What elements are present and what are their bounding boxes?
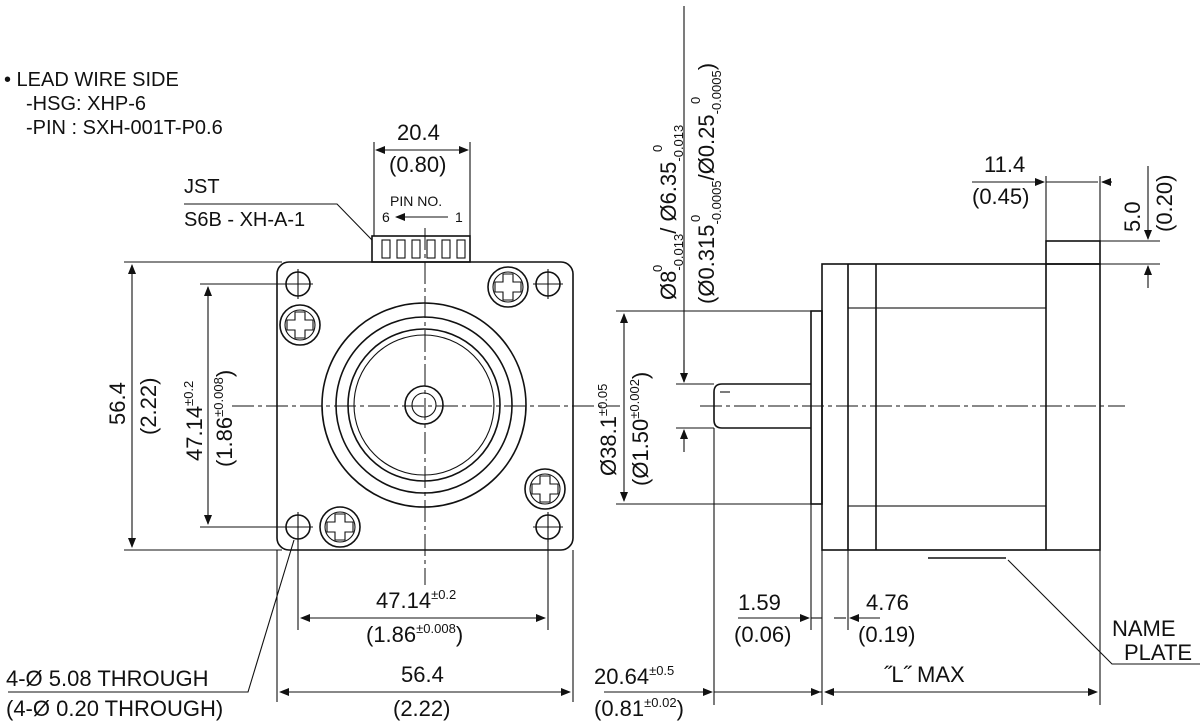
shaft-length-in: (0.81 [594,696,644,721]
mounting-hole-bottom-right [533,512,563,542]
side-view: Ø38.1±0.05 (Ø1.50±0.002) Ø8-0.013/ Ø6.35… [594,6,1200,721]
note-pin: -PIN : SXH-001T-P0.6 [26,117,223,139]
hole-pitch-v-mm-tol: ±0.2 [181,381,196,406]
shaft-length-in-close: ) [677,696,684,721]
front-view: 20.4 (0.80) PIN NO. 6 1 JST S6B - XH-A-1… [6,120,620,721]
shaft-dia-mm: Ø8 [656,271,681,300]
hole-pitch-h-in-tol: ±0.008 [416,621,456,636]
connector-label-jst: JST [184,176,220,198]
shaft-dia-in: (Ø0.315 [694,225,719,305]
shaft-dia-in-tol-top: 0 [688,215,703,222]
shaft-inner-circle [411,392,437,418]
boss-ring-3 [353,334,495,476]
shaft-length-mm: 20.64 [594,664,649,689]
connector-height-mm: 5.0 [1120,201,1145,232]
svg-text:(1.86±0.008): (1.86±0.008) [366,621,463,647]
shaft-length-mm-tol: ±0.5 [649,663,674,678]
pilot-length-mm: 1.59 [738,590,781,615]
pin-1-label: 1 [455,209,463,225]
shaft-length-in-tol: ±0.02 [644,695,676,710]
boss-ring-1 [335,316,513,494]
connector-width-mm: 20.4 [397,120,440,145]
shaft-dia-mm-tol-top: 0 [650,265,665,272]
nameplate-label-2: PLATE [1124,640,1192,665]
hole-pitch-h-in: (1.86 [366,622,416,647]
boss-outer-circle [321,302,527,508]
body-width-in: (2.22) [393,696,450,721]
connector-housing [371,235,471,263]
body-height-mm: 56.4 [105,382,130,425]
hole-pitch-h-in-close: ) [456,622,463,647]
svg-text:(Ø1.50±0.002): (Ø1.50±0.002) [627,372,653,486]
mounting-hole-top-right [533,269,563,299]
shaft-circle [404,385,444,425]
shaft-dia-in-tol: -0.0005 [709,180,724,224]
svg-text:Ø38.1±0.05: Ø38.1±0.05 [595,384,621,476]
svg-text:(Ø0.315-0.0005/Ø0.25-0.0005): (Ø0.315-0.0005/Ø0.25-0.0005) [694,63,724,304]
pin-no-label: PIN NO. [390,193,442,209]
shaft-dia-mm-b-tol: -0.013 [671,125,686,162]
connector-pins [381,239,466,259]
connector-width-in: (0.80) [389,152,446,177]
svg-text:(1.86±0.008): (1.86±0.008) [211,370,237,467]
shaft-dia-mm-b: / Ø6.35 [656,162,681,234]
svg-text:Ø8-0.013/ Ø6.35-0.013: Ø8-0.013/ Ø6.35-0.013 [656,125,686,300]
nameplate-leader [1007,559,1200,665]
shaft-dia-mm-tol: -0.013 [671,234,686,271]
pilot-dia-in-tol: ±0.002 [627,379,642,419]
body-width-mm: 56.4 [401,662,444,687]
holes-mm: 4-Ø 5.08 THROUGH [6,666,209,691]
holes-leader [8,539,295,693]
lead-wire-notes: • LEAD WIRE SIDE -HSG: XHP-6 -PIN : SXH-… [4,69,223,139]
side-body-outline [821,263,1101,551]
pilot-boss [810,310,823,505]
shaft-dia-in-b: /Ø0.25 [694,114,719,180]
connector-height-in: (0.20) [1152,175,1177,232]
pilot-length-in: (0.06) [734,622,791,647]
screw-bottom-right [524,468,566,510]
side-connector [1045,240,1101,265]
flange-in: (0.19) [858,622,915,647]
hole-pitch-h-mm: 47.14 [376,588,431,613]
pilot-dia-in-close: ) [628,372,653,379]
svg-text:47.14±0.2: 47.14±0.2 [181,381,207,461]
pilot-dia-in: (Ø1.50 [628,419,653,486]
shaft-dia-in-b-tol-top: 0 [688,97,703,104]
pilot-dia-mm: Ø38.1 [596,416,621,476]
hole-pitch-v-in: (1.86 [212,417,237,467]
pilot-dia-mm-tol: ±0.05 [595,384,610,416]
hole-pitch-v-in-tol: ±0.008 [211,377,226,417]
svg-text:47.14±0.2: 47.14±0.2 [376,587,456,613]
shaft-dia-mm-b-tol-top: 0 [650,145,665,152]
svg-text:(0.81±0.02): (0.81±0.02) [594,695,684,721]
screw-top-left [279,304,321,346]
pin-6-label: 6 [382,209,390,225]
connector-leader [184,203,373,241]
hole-pitch-v-mm: 47.14 [182,406,207,461]
note-lead-wire-side: • LEAD WIRE SIDE [4,69,179,91]
svg-text:20.64±0.5: 20.64±0.5 [594,663,674,689]
nameplate-label-1: NAME [1112,616,1176,641]
connector-offset-mm: 11.4 [984,152,1025,177]
hole-pitch-h-mm-tol: ±0.2 [431,587,456,602]
hole-pitch-v-in-close: ) [212,370,237,377]
connector-offset-in: (0.45) [972,184,1029,209]
body-height-in: (2.22) [136,378,161,435]
screw-top-right [487,266,529,308]
shaft-dia-in-close: ) [694,63,719,70]
connector-label-model: S6B - XH-A-1 [184,209,305,231]
boss-ring-2 [347,328,501,482]
note-hsg: -HSG: XHP-6 [26,93,146,115]
shaft-dia-in-b-tol: -0.0005 [709,70,724,114]
length-label: ˝L˝ MAX [884,662,965,687]
screw-bottom-left [319,506,361,548]
flange-mm: 4.76 [866,590,909,615]
holes-in: (4-Ø 0.20 THROUGH) [6,696,223,721]
